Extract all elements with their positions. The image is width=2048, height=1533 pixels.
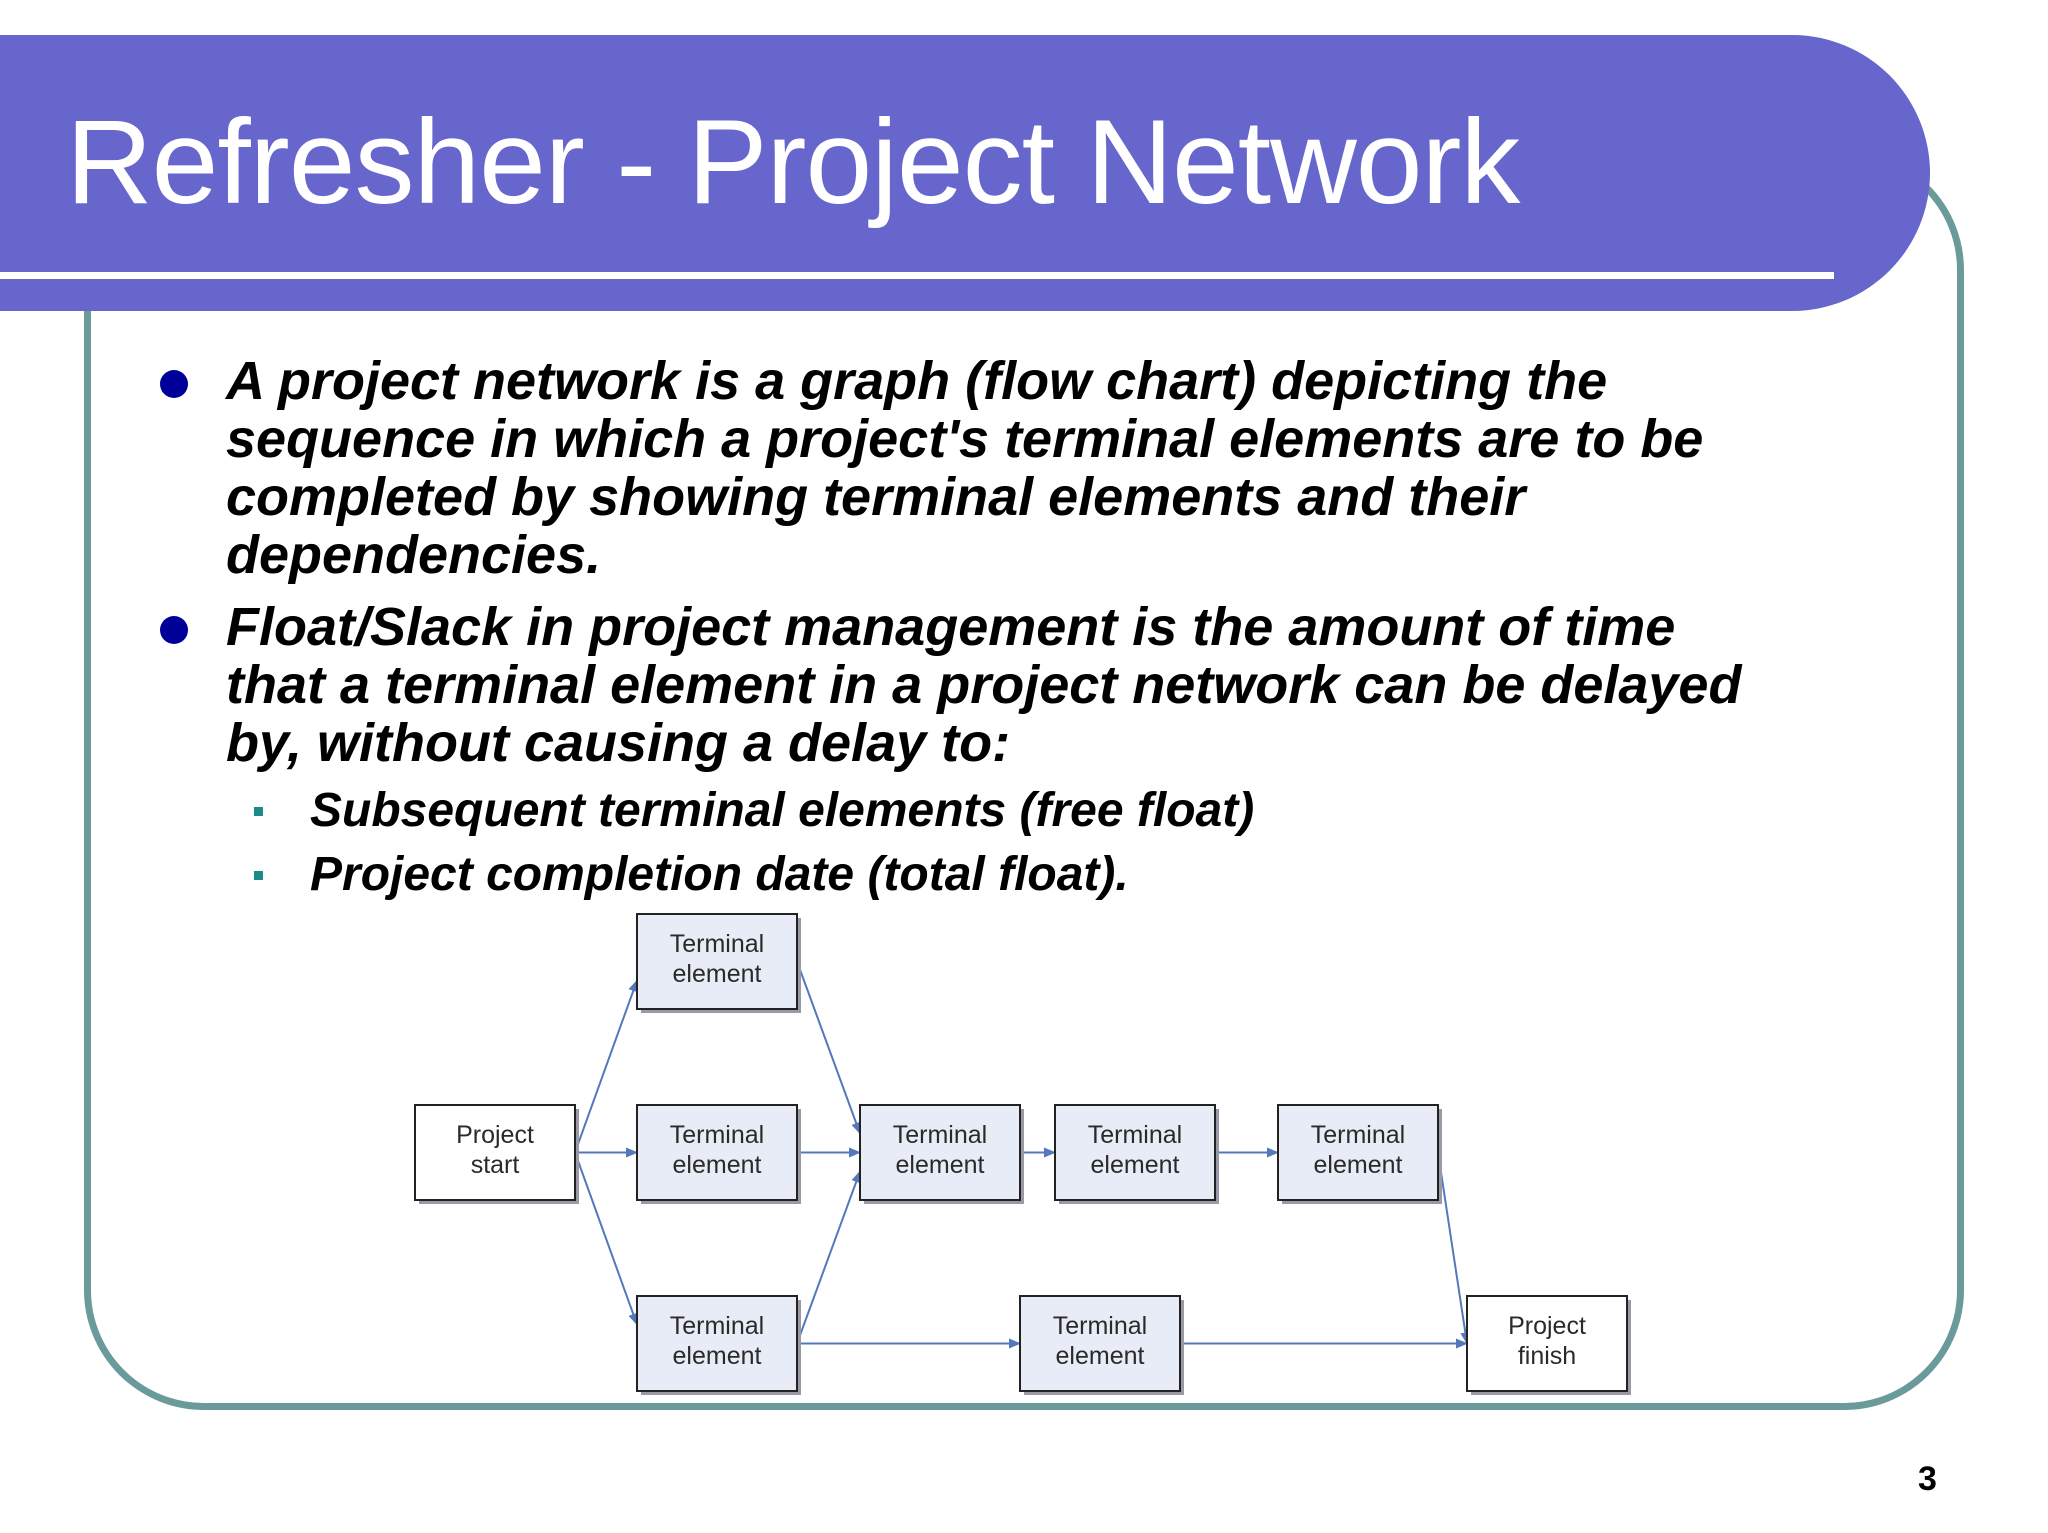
bullet-line: by, without causing a delay to: xyxy=(226,713,1011,773)
node-label: element xyxy=(1056,1342,1145,1370)
node-label: Terminal xyxy=(1053,1312,1147,1340)
edge-t1-t4 xyxy=(796,961,861,1135)
sub-bullet-list: Subsequent terminal elements (free float… xyxy=(150,782,1930,910)
node-label: Terminal xyxy=(1311,1121,1405,1149)
bullet-dot-icon xyxy=(160,616,188,644)
title-underline xyxy=(0,272,1834,279)
node-label: Terminal xyxy=(670,1312,764,1340)
bullet-line: A project network is a graph (flow chart… xyxy=(226,351,1608,411)
node-label: element xyxy=(896,1151,985,1179)
node-label: Project xyxy=(456,1121,534,1149)
title-bar xyxy=(0,35,1930,311)
node-label: element xyxy=(673,1342,762,1370)
bullet-item: A project network is a graph (flow chart… xyxy=(150,352,1930,584)
node-label: Terminal xyxy=(670,1121,764,1149)
sub-bullet-item: Subsequent terminal elements (free float… xyxy=(250,782,1930,846)
node-label: Project xyxy=(1508,1312,1586,1340)
node-box xyxy=(636,913,798,1010)
bullet-item: Float/Slack in project management is the… xyxy=(150,598,1930,772)
node-box xyxy=(1277,1104,1439,1201)
bullet-line: dependencies. xyxy=(226,525,602,585)
diagram-edges xyxy=(574,961,1471,1349)
node-label: start xyxy=(471,1151,520,1179)
node-label: Terminal xyxy=(1088,1121,1182,1149)
node-box xyxy=(1054,1104,1216,1201)
square-bullet-icon xyxy=(254,871,263,880)
node-box xyxy=(1466,1295,1628,1392)
bullet-text: A project network is a graph (flow chart… xyxy=(226,352,1930,584)
node-box xyxy=(414,1104,576,1201)
node-label: element xyxy=(673,960,762,988)
node-label: element xyxy=(1091,1151,1180,1179)
edge-start-t1 xyxy=(574,979,638,1153)
slide-title: Refresher - Project Network xyxy=(66,95,1520,229)
node-box xyxy=(1019,1295,1181,1392)
bullet-line: completed by showing terminal elements a… xyxy=(226,467,1526,527)
node-label: finish xyxy=(1518,1342,1576,1370)
node-box xyxy=(636,1295,798,1392)
bullet-line: sequence in which a project's terminal e… xyxy=(226,409,1704,469)
node-box xyxy=(636,1104,798,1201)
node-label: Terminal xyxy=(670,930,764,958)
bullet-text: Float/Slack in project management is the… xyxy=(226,598,1930,772)
node-label: element xyxy=(1314,1151,1403,1179)
square-bullet-icon xyxy=(254,807,263,816)
sub-bullet-text: Project completion date (total float). xyxy=(310,848,1129,901)
bullet-line: that a terminal element in a project net… xyxy=(226,655,1742,715)
node-box xyxy=(859,1104,1021,1201)
diagram-nodes: ProjectstartTerminalelementTerminaleleme… xyxy=(414,913,1631,1395)
bullet-list: A project network is a graph (flow chart… xyxy=(150,352,1930,910)
sub-bullet-item: Project completion date (total float). xyxy=(250,846,1930,910)
sub-bullet-text: Subsequent terminal elements (free float… xyxy=(310,784,1255,837)
edge-t6-finish xyxy=(1437,1152,1471,1345)
node-label: Terminal xyxy=(893,1121,987,1149)
edge-t3-t4 xyxy=(796,1170,861,1344)
bullet-dot-icon xyxy=(160,370,188,398)
bullet-line: Float/Slack in project management is the… xyxy=(226,597,1676,657)
page-number: 3 xyxy=(1918,1460,1937,1498)
edge-start-t3 xyxy=(574,1152,638,1326)
node-label: element xyxy=(673,1151,762,1179)
